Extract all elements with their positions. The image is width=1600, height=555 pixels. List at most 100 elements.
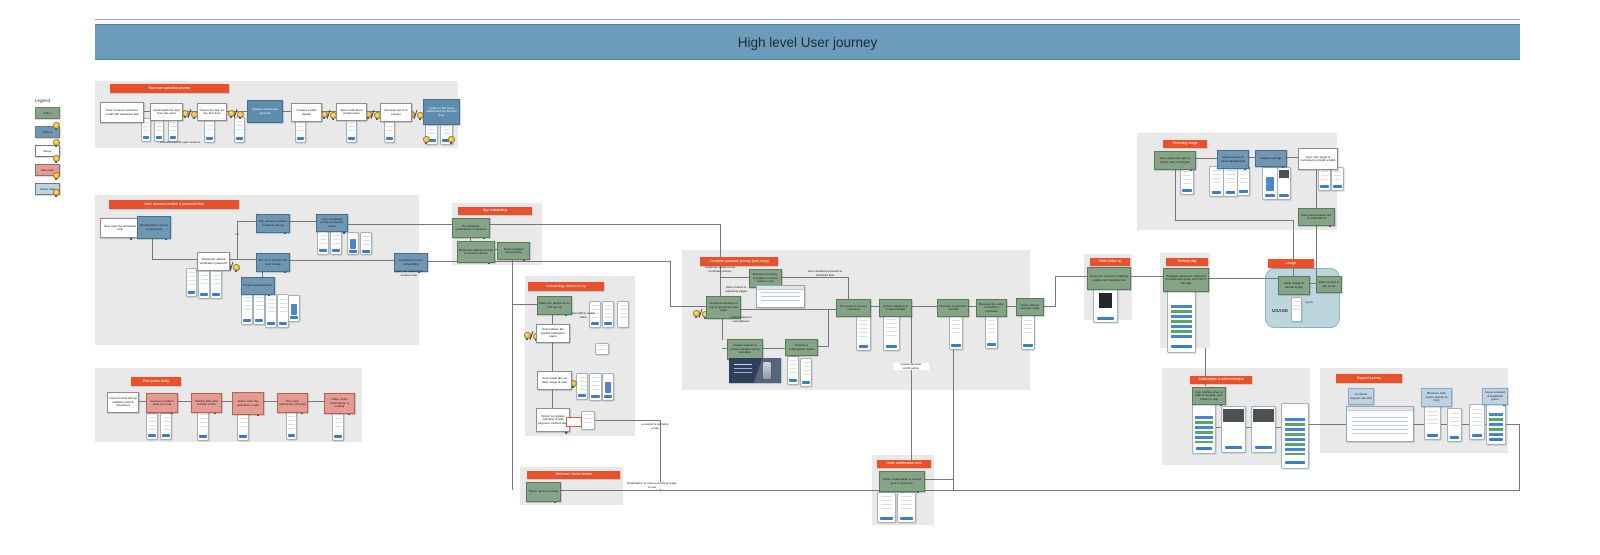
sticky-note[interactable]: Reviews terms & privacy <box>380 103 412 122</box>
legend-item-screen[interactable]: Screen <box>35 145 60 157</box>
section-header[interactable]: Returning usage <box>1163 140 1207 148</box>
sticky-note[interactable]: App notifies when a refill is needed; us… <box>1192 387 1226 405</box>
screen-thumbnail[interactable] <box>883 314 900 351</box>
award-icon[interactable] <box>53 155 60 163</box>
screen-thumbnail[interactable] <box>787 356 799 385</box>
screen-thumbnail[interactable] <box>210 266 222 299</box>
sticky-note[interactable]: Customer receives shipping update with t… <box>1087 267 1131 290</box>
screen-thumbnail[interactable] <box>288 295 300 322</box>
section-header[interactable]: Usage <box>1268 259 1314 268</box>
award-icon[interactable] <box>53 122 60 130</box>
screen-thumbnail[interactable] <box>581 411 595 430</box>
screen-thumbnail[interactable] <box>1180 167 1194 195</box>
section-header[interactable]: Delivery day <box>1166 258 1208 266</box>
sticky-note[interactable]: Lands on the home dashboard for the firs… <box>423 99 460 125</box>
sticky-note[interactable]: Forgot password flow <box>241 277 275 295</box>
screen-thumbnail[interactable] <box>154 118 164 142</box>
sticky-note[interactable]: Order placed: success page <box>1016 298 1044 316</box>
sticky-note[interactable]: Opens the app for the first time <box>197 103 227 121</box>
screen-thumbnail[interactable] <box>1209 166 1224 197</box>
sticky-note[interactable]: Data synced to the cloud <box>1316 276 1342 293</box>
award-icon[interactable] <box>53 172 60 180</box>
screen-thumbnail[interactable] <box>1251 406 1276 453</box>
sticky-note[interactable]: Customer decides to buy & opens the web … <box>706 296 741 319</box>
screen-thumbnail[interactable] <box>265 294 277 328</box>
award-icon-pair[interactable] <box>321 110 337 120</box>
screen-thumbnail[interactable] <box>1469 404 1485 440</box>
screen-thumbnail[interactable] <box>241 292 253 325</box>
section-header[interactable]: Support journey <box>1336 374 1402 383</box>
sticky-note[interactable]: Downloads the app from the store <box>150 103 183 121</box>
screen-thumbnail[interactable] <box>949 315 963 350</box>
screen-thumbnail[interactable] <box>1223 166 1238 197</box>
screen-thumbnail[interactable] <box>1262 167 1278 200</box>
section-header[interactable]: Pain points today <box>131 377 181 386</box>
sticky-note[interactable]: Gets personalised tips & notifications <box>1298 208 1335 226</box>
screen-thumbnail[interactable] <box>160 413 172 440</box>
award-icon[interactable] <box>423 136 430 144</box>
sticky-note[interactable]: Bluetooth pairing prompt to connect devi… <box>457 241 495 263</box>
webshop-screenshot[interactable] <box>756 285 805 308</box>
screen-thumbnail[interactable] <box>1093 288 1118 323</box>
screen-thumbnail[interactable] <box>330 231 342 255</box>
sticky-note[interactable]: Users miss the activation email <box>232 392 264 415</box>
screen-thumbnail[interactable] <box>985 315 998 349</box>
screen-thumbnail[interactable] <box>897 492 916 523</box>
screen-thumbnail[interactable] <box>346 118 357 143</box>
sticky-note[interactable]: User sets goals & reminders to build a h… <box>1298 148 1338 170</box>
legend-item-action[interactable]: Action <box>35 107 60 119</box>
sticky-note[interactable]: Selects a subscription option <box>785 339 818 356</box>
sticky-note[interactable]: Issues found during usability tests & in… <box>107 392 139 413</box>
screen-thumbnail[interactable] <box>602 301 614 328</box>
screen-thumbnail[interactable] <box>146 413 158 440</box>
screen-thumbnail[interactable] <box>589 373 602 401</box>
sticky-note[interactable]: Pairing fails with unclear errors <box>191 393 222 413</box>
sticky-note[interactable]: Browses help centre articles & FAQ <box>1421 388 1452 407</box>
sticky-note[interactable]: User receives welcome email with activat… <box>100 102 144 123</box>
product-image[interactable] <box>729 358 781 383</box>
sticky-note[interactable]: Place the device & run first set up <box>537 296 572 315</box>
screen-thumbnail[interactable] <box>234 117 245 143</box>
screen-thumbnail[interactable] <box>347 232 359 255</box>
sticky-note[interactable]: Adjusts settings <box>1255 150 1287 167</box>
screen-thumbnail[interactable] <box>1424 406 1441 440</box>
award-icon[interactable] <box>53 139 60 147</box>
screen-thumbnail[interactable] <box>141 118 151 142</box>
sticky-note[interactable]: Package delivered: unboxing & quick star… <box>1163 268 1209 292</box>
screen-thumbnail[interactable] <box>1281 403 1309 469</box>
award-icon-pair[interactable] <box>693 309 709 319</box>
screen-thumbnail[interactable] <box>1486 403 1506 445</box>
sticky-note[interactable]: User follows the guided calibration step… <box>536 324 570 343</box>
screen-thumbnail[interactable] <box>1331 167 1344 191</box>
sticky-note[interactable]: Order confirmation & receipt sent to cus… <box>879 471 925 492</box>
section-header[interactable]: Order confirmation sent <box>877 460 931 468</box>
screen-thumbnail[interactable] <box>800 358 812 387</box>
sticky-note[interactable]: User reads tips on daily usage & care <box>537 371 572 390</box>
sticky-note[interactable]: Creates profile details <box>291 103 322 122</box>
screen-thumbnail[interactable] <box>1237 166 1250 196</box>
sticky-note[interactable]: Sets notification preferences <box>336 103 367 121</box>
sticky-note[interactable]: Continues to app onboarding <box>394 253 428 272</box>
sticky-note[interactable]: User taps the activation link <box>100 218 140 238</box>
section-header[interactable]: Order follow up <box>1090 258 1130 266</box>
sticky-note[interactable]: Home: all set & ready <box>526 482 561 502</box>
sticky-note[interactable]: Contacts support via chat <box>1348 388 1374 405</box>
help-centre-screenshot[interactable] <box>1346 406 1414 442</box>
screen-thumbnail[interactable] <box>576 373 588 400</box>
screen-thumbnail[interactable] <box>186 268 197 297</box>
section-header[interactable]: New user activation journey <box>110 84 229 93</box>
section-header[interactable]: Subscription & refill reminders <box>1190 376 1252 384</box>
sticky-note[interactable]: User opens the app to check stats & insi… <box>1154 151 1196 170</box>
sticky-note[interactable]: Permissions: notifications & location <box>452 218 490 238</box>
sticky-note[interactable]: Option to register warranty & add paymen… <box>536 408 570 432</box>
sticky-note[interactable]: Daily usage of device & app <box>1278 276 1310 295</box>
sticky-note[interactable]: Chooses a payment method <box>937 299 969 317</box>
sticky-note[interactable]: Value of the subscription is unclear <box>324 393 355 414</box>
sticky-note[interactable]: Account creation feels too long <box>146 393 178 413</box>
sticky-note[interactable]: Proceeds to secure checkout <box>836 299 871 317</box>
section-header[interactable]: Onboarding: device set up <box>528 282 604 291</box>
sticky-note[interactable]: Views history & trend dashboards <box>1217 150 1249 169</box>
award-icon-pair[interactable] <box>182 109 198 119</box>
screen-thumbnail[interactable] <box>1291 297 1302 322</box>
